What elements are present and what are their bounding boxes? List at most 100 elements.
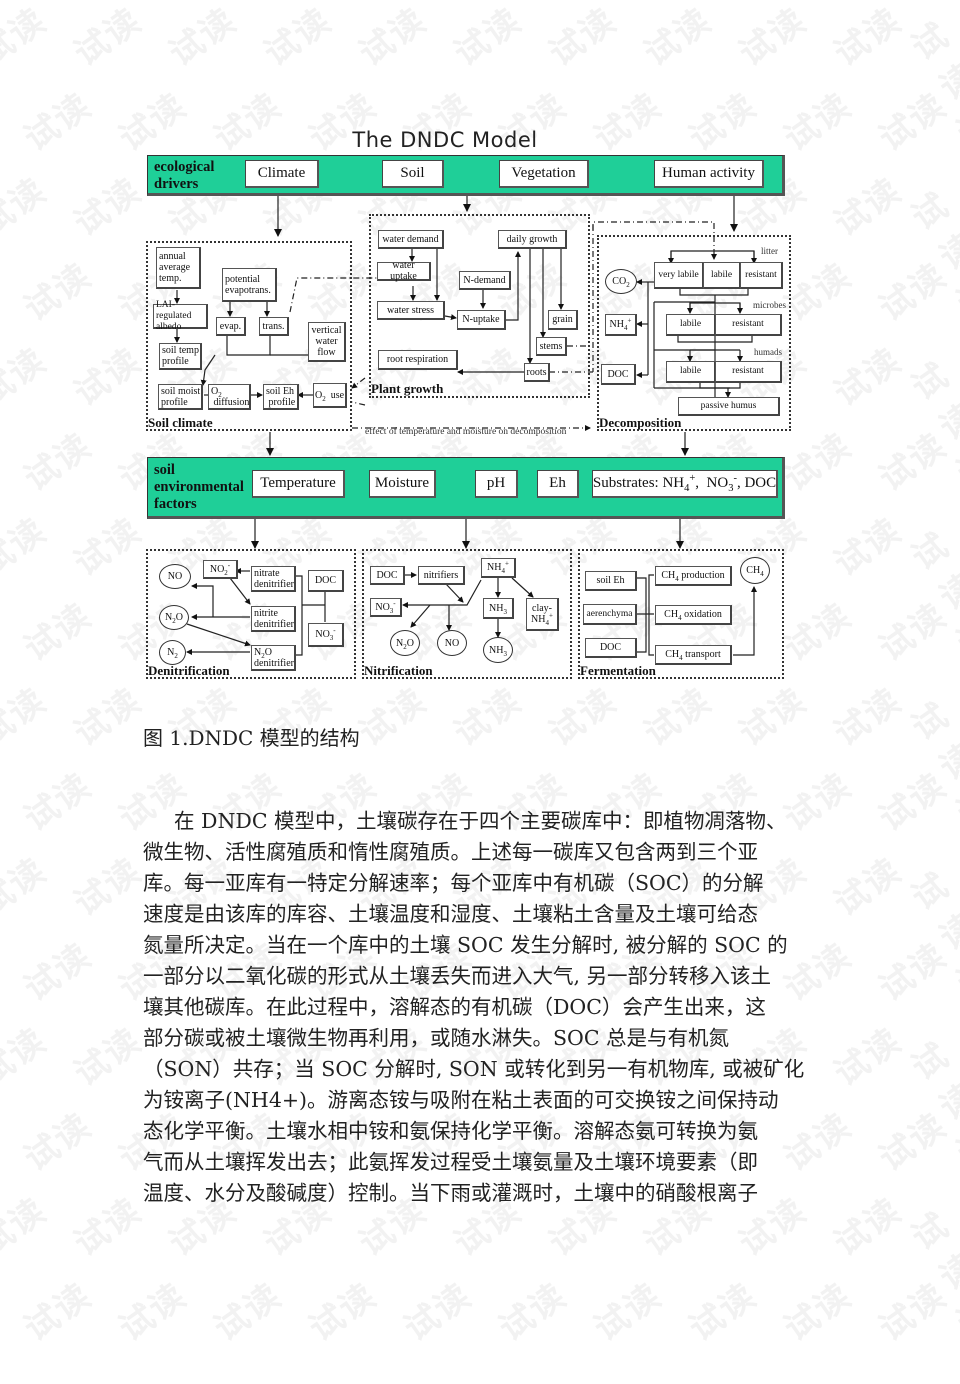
watermark-text: 试读 bbox=[827, 1190, 909, 1265]
pool-microbes-labile: labile bbox=[666, 314, 716, 336]
pool-litter-labile: labile bbox=[703, 262, 741, 289]
panel-plant-growth bbox=[369, 214, 590, 398]
watermark-text: 试读 bbox=[397, 1275, 479, 1350]
body-line: 气而从土壤挥发出去；此氨挥发过程受土壤氨量及土壤环境要素（即 bbox=[143, 1150, 758, 1174]
driver-climate: Climate bbox=[245, 160, 319, 188]
body-line: （SON）共存；当 SOC 分解时, SON 或转化到另一有机物库, 或被矿化 bbox=[143, 1057, 805, 1081]
panel-denitrification bbox=[146, 549, 356, 679]
watermark-text: 试读 bbox=[207, 1275, 289, 1350]
node-aerenchyma: aerenchyma bbox=[583, 604, 637, 625]
node-o2-diffusion: O2 diffusion bbox=[208, 384, 251, 410]
decomposition-title: Decomposition bbox=[599, 415, 682, 430]
label-humads: humads bbox=[754, 347, 782, 357]
driver-soil: Soil bbox=[382, 160, 444, 188]
node-ch4-transport: CH4 transport bbox=[655, 645, 732, 665]
gas-nit-no: NO bbox=[437, 630, 467, 656]
gas-nit-n2o: N2O bbox=[390, 630, 420, 656]
node-trans: trans. bbox=[259, 317, 289, 336]
node-den-doc: DOC bbox=[308, 570, 344, 592]
panel-decomposition bbox=[597, 235, 791, 431]
effect-link-label: effect of temperature and moisture on de… bbox=[365, 427, 567, 437]
body-line: 部分碳或被土壤微生物再利用，或随水淋失。SOC 总是与有机氮 bbox=[143, 1026, 730, 1050]
gas-n2: N2 bbox=[159, 640, 186, 665]
watermark-text: 试读 bbox=[872, 935, 954, 1010]
factor-temperature: Temperature bbox=[252, 470, 345, 498]
body-line: 库。每一亚库有一特定分解速率；每个亚库中有机碳（SOC）的分解 bbox=[143, 871, 764, 895]
watermark-text: 试读 bbox=[949, 780, 960, 834]
node-grain: grain bbox=[548, 310, 578, 330]
node-nit-nh4: NH4+ bbox=[481, 558, 516, 578]
watermark-text: 试读 bbox=[17, 765, 99, 840]
body-line: 氮量所决定。当在一个库中的土壤 SOC 发生分解时, 被分解的 SOC 的 bbox=[143, 933, 788, 957]
gas-n2o: N2O bbox=[159, 605, 189, 630]
node-nit-no3: NO3- bbox=[370, 598, 402, 617]
node-ch4-oxidation: CH4 oxidation bbox=[655, 605, 732, 625]
watermark-text: 试读 bbox=[67, 1020, 149, 1095]
driver-vegetation: Vegetation bbox=[499, 160, 589, 188]
label-litter: litter bbox=[761, 246, 778, 256]
node-stems: stems bbox=[536, 337, 567, 356]
watermark-text: 试读 bbox=[67, 1190, 149, 1265]
body-line: 速度是由该库的库容、土壤温度和湿度、土壤粘土含量及土壤可给态 bbox=[143, 902, 758, 926]
output-doc: DOC bbox=[601, 364, 636, 385]
watermark-text: 试读 bbox=[587, 1275, 669, 1350]
output-co2: CO2 bbox=[605, 269, 637, 294]
body-paragraph: 在 DNDC 模型中，土壤碳存在于四个主要碳库中：即植物凋落物、 微生物、活性腐… bbox=[143, 806, 815, 1209]
watermark-text: 试读 bbox=[0, 1190, 54, 1265]
watermark-text: 试读 bbox=[827, 1020, 909, 1095]
factor-substrates: Substrates: NH4+, NO3-, DOC bbox=[592, 470, 778, 498]
body-line: 壤其他碳库。在此过程中，溶解态的有机碳（DOC）会产生出来，这 bbox=[143, 995, 766, 1019]
pool-humads-resistant: resistant bbox=[715, 361, 782, 383]
watermark-text: 试读 bbox=[949, 950, 960, 1004]
watermark-text: 试读 bbox=[949, 1120, 960, 1174]
watermark-text: 试读 bbox=[827, 850, 909, 925]
pool-litter-resistant: resistant bbox=[740, 262, 783, 289]
node-o2-use: O2 use bbox=[313, 383, 347, 408]
nitrification-title: Nitrification bbox=[364, 663, 433, 678]
gas-nit-nh3: NH3 bbox=[483, 637, 513, 663]
node-daily-growth: daily growth bbox=[498, 230, 567, 249]
panel-nitrification bbox=[362, 549, 572, 679]
watermark-text: 试读 bbox=[872, 1275, 954, 1350]
node-den-no3: NO3- bbox=[308, 623, 344, 647]
watermark-text: 试读 bbox=[0, 1020, 54, 1095]
body-line: 温度、水分及酸碱度）控制。当下雨或灌溉时，土壤中的硝酸根离子 bbox=[143, 1181, 758, 1205]
factor-moisture: Moisture bbox=[369, 470, 436, 498]
node-nitrifiers: nitrifiers bbox=[418, 566, 465, 585]
watermark-text: 试读 bbox=[492, 1275, 574, 1350]
pool-passive-humus: passive humus bbox=[678, 397, 780, 416]
watermark-text: 试读 bbox=[872, 1105, 954, 1180]
gas-no: NO bbox=[159, 564, 191, 589]
node-nh3-box: NH3 bbox=[483, 598, 514, 619]
plant-growth-title: Plant growth bbox=[371, 381, 444, 396]
pool-litter-very-labile: very labile bbox=[654, 262, 704, 289]
node-n-uptake: N-uptake bbox=[457, 310, 506, 330]
watermark-text: 试读 bbox=[777, 1275, 859, 1350]
watermark-text: 试读 bbox=[67, 850, 149, 925]
label-microbes: microbes bbox=[753, 300, 786, 310]
node-nit-doc: DOC bbox=[370, 566, 405, 585]
watermark-text: 试读 bbox=[17, 1105, 99, 1180]
node-no2: NO2- bbox=[203, 560, 238, 579]
body-line: 态化学平衡。土壤水相中铵和氨保持化学平衡。溶解态氨可转换为氨 bbox=[143, 1119, 758, 1143]
watermark-text: 试读 bbox=[302, 1275, 384, 1350]
diagram-title: The DNDC Model bbox=[352, 128, 538, 152]
fermentation-title: Fermentation bbox=[580, 663, 656, 678]
watermark-text: 试读 bbox=[904, 1035, 960, 1129]
node-water-uptake: water uptake bbox=[377, 260, 431, 282]
watermark-text: 试读 bbox=[904, 695, 960, 789]
node-n-demand: N-demand bbox=[459, 271, 511, 290]
figure-caption: 图 1.DNDC 模型的结构 bbox=[143, 726, 360, 750]
body-line: 为铵离子(NH4+)。游离态铵与吸附在粘土表面的可交换铵之间保持动 bbox=[143, 1088, 779, 1112]
